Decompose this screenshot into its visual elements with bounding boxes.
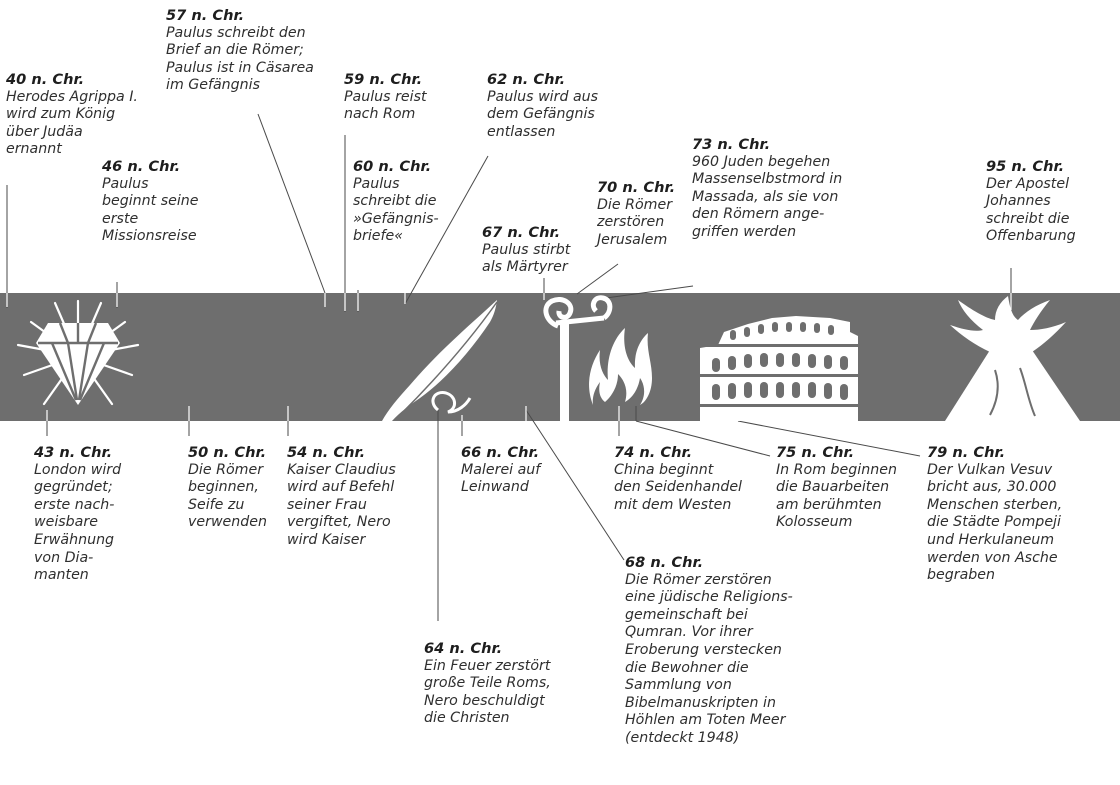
event-year: 67 n. Chr. — [482, 224, 561, 241]
colosseum-icon — [700, 316, 858, 421]
connector-57 — [257, 113, 326, 294]
connector-79 — [737, 420, 921, 457]
event-text: China beginnt den Seidenhandel mit dem W… — [614, 461, 742, 513]
scroll-column-icon — [543, 295, 613, 421]
volcano-icon — [945, 296, 1080, 421]
event-46: 46 n. Chr. Paulus beginnt seine erste Mi… — [102, 158, 199, 246]
event-text: Paulus reist nach Rom — [344, 88, 427, 123]
event-text: Der Vulkan Vesuv bricht aus, 30.000 Mens… — [927, 461, 1063, 584]
event-54: 54 n. Chr. Kaiser Claudius wird auf Befe… — [287, 444, 396, 550]
event-74: 74 n. Chr. China beginnt den Seidenhande… — [614, 444, 742, 514]
connector-70 — [576, 263, 619, 295]
event-year: 59 n. Chr. — [344, 71, 423, 88]
event-year: 68 n. Chr. — [625, 554, 704, 571]
event-43: 43 n. Chr. London wird gegründet; erste … — [34, 444, 121, 585]
event-62: 62 n. Chr. Paulus wird aus dem Gefängnis… — [487, 71, 598, 141]
event-text: Paulus schreibt die »Gefängnis- briefe« — [353, 175, 439, 245]
event-year: 60 n. Chr. — [353, 158, 432, 175]
event-year: 75 n. Chr. — [776, 444, 855, 461]
event-67: 67 n. Chr. Paulus stirbt als Märtyrer — [482, 224, 570, 277]
event-year: 70 n. Chr. — [597, 179, 676, 196]
event-60: 60 n. Chr. Paulus schreibt die »Gefängni… — [353, 158, 439, 246]
event-95: 95 n. Chr. Der Apostel Johannes schreibt… — [986, 158, 1076, 246]
event-text: Malerei auf Leinwand — [461, 461, 541, 496]
event-57: 57 n. Chr. Paulus schreibt den Brief an … — [166, 7, 314, 95]
event-59: 59 n. Chr. Paulus reist nach Rom — [344, 71, 427, 124]
event-text: Paulus wird aus dem Gefängnis entlassen — [487, 88, 599, 140]
event-year: 79 n. Chr. — [927, 444, 1006, 461]
quill-icon — [382, 300, 498, 421]
event-year: 73 n. Chr. — [692, 136, 771, 153]
connector-62 — [404, 155, 489, 305]
event-text: Kaiser Claudius wird auf Befehl seiner F… — [287, 461, 396, 548]
event-text: In Rom beginnen die Bauarbeiten am berüh… — [776, 461, 897, 531]
event-text: London wird gegründet; erste nach- weisb… — [34, 461, 122, 584]
event-text: Die Römer zerstören Jerusalem — [597, 196, 673, 248]
event-73: 73 n. Chr. 960 Juden begehen Massenselbs… — [692, 136, 842, 242]
event-79: 79 n. Chr. Der Vulkan Vesuv bricht aus, … — [927, 444, 1062, 585]
event-year: 74 n. Chr. — [614, 444, 693, 461]
event-70: 70 n. Chr. Die Römer zerstören Jerusalem — [597, 179, 675, 249]
event-text: Die Römer zerstören eine jüdische Religi… — [625, 571, 793, 746]
diamond-icon — [16, 299, 140, 406]
event-40: 40 n. Chr. Herodes Agrippa I. wird zum K… — [6, 71, 138, 159]
event-50: 50 n. Chr. Die Römer beginnen, Seife zu … — [188, 444, 267, 532]
connector-75 — [635, 420, 771, 457]
event-text: Paulus stirbt als Märtyrer — [482, 241, 571, 276]
event-text: Ein Feuer zerstört große Teile Roms, Ner… — [424, 657, 551, 727]
connector-73 — [605, 285, 694, 299]
event-text: Paulus beginnt seine erste Missionsreise — [102, 175, 199, 245]
event-text: Die Römer beginnen, Seife zu verwenden — [188, 461, 268, 531]
event-text: Paulus schreibt den Brief an die Römer; … — [166, 24, 314, 94]
event-year: 57 n. Chr. — [166, 7, 245, 24]
event-year: 66 n. Chr. — [461, 444, 540, 461]
event-year: 64 n. Chr. — [424, 640, 503, 657]
connector-68 — [525, 409, 625, 561]
event-year: 95 n. Chr. — [986, 158, 1065, 175]
event-64: 64 n. Chr. Ein Feuer zerstört große Teil… — [424, 640, 551, 728]
event-year: 50 n. Chr. — [188, 444, 267, 461]
event-75: 75 n. Chr. In Rom beginnen die Bauarbeit… — [776, 444, 897, 532]
flames-icon — [589, 328, 652, 405]
event-year: 54 n. Chr. — [287, 444, 366, 461]
event-year: 43 n. Chr. — [34, 444, 113, 461]
event-68: 68 n. Chr. Die Römer zerstören eine jüdi… — [625, 554, 793, 748]
event-year: 40 n. Chr. — [6, 71, 85, 88]
event-year: 62 n. Chr. — [487, 71, 566, 88]
event-text: 960 Juden begehen Massenselbstmord in Ma… — [692, 153, 843, 240]
event-text: Der Apostel Johannes schreibt die Offenb… — [986, 175, 1076, 245]
event-66: 66 n. Chr. Malerei auf Leinwand — [461, 444, 540, 497]
event-year: 46 n. Chr. — [102, 158, 181, 175]
event-text: Herodes Agrippa I. wird zum König über J… — [6, 88, 138, 158]
